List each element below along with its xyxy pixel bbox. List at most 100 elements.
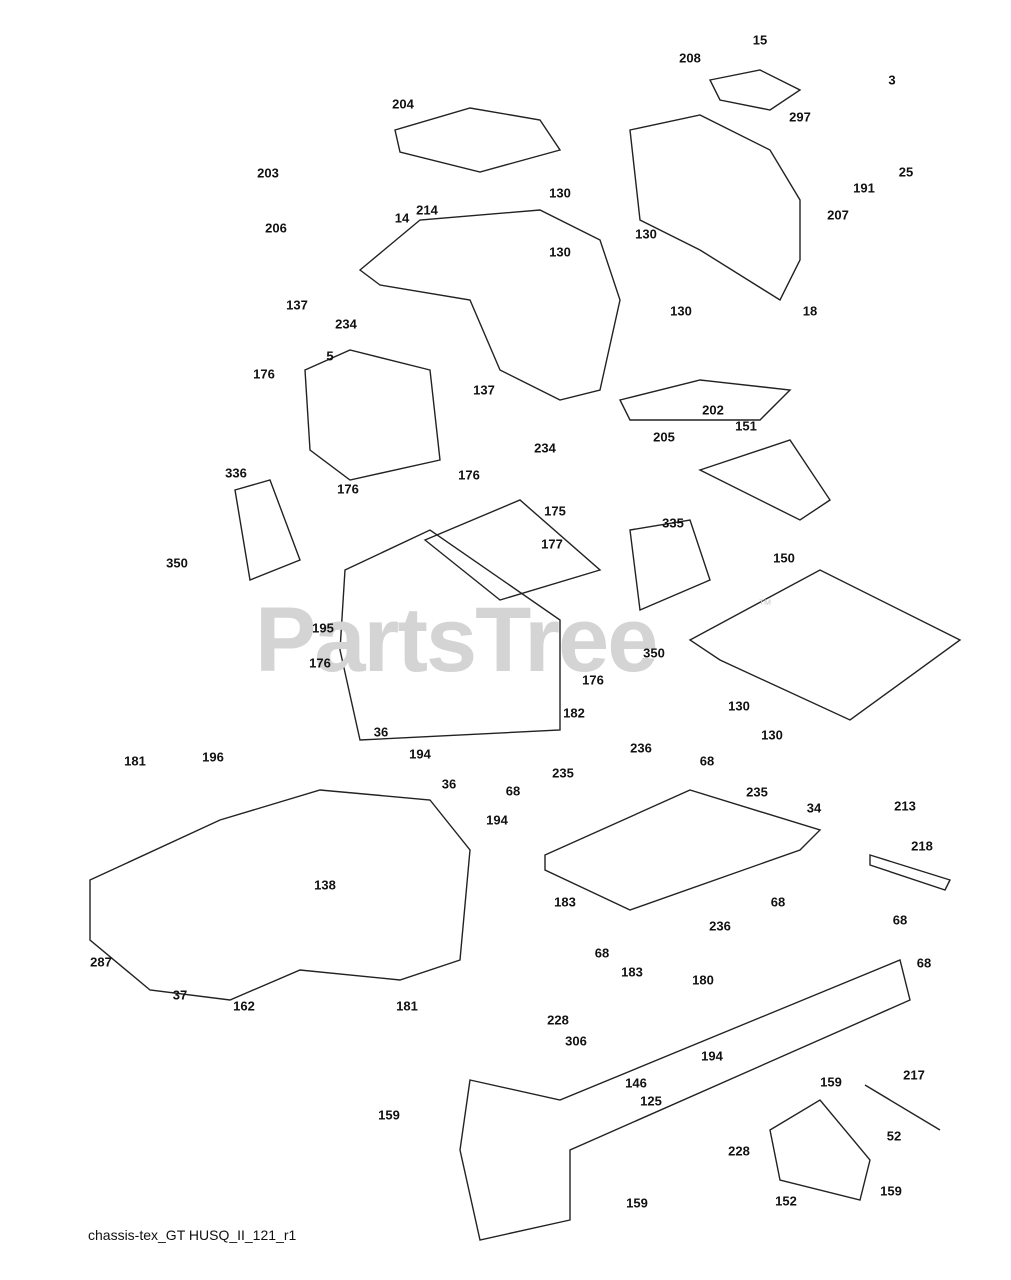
- trademark-symbol: ™: [758, 596, 772, 612]
- part-grille-202: [618, 379, 792, 421]
- callout-part-159: 159: [378, 1107, 400, 1123]
- part-bracket-152: [769, 1099, 871, 1201]
- callout-part-138: 138: [314, 877, 336, 893]
- callout-part-176: 176: [458, 467, 480, 483]
- part-dash: [304, 349, 441, 481]
- callout-part-202: 202: [702, 402, 724, 418]
- part-hood-body: [358, 209, 621, 401]
- callout-part-228: 228: [728, 1143, 750, 1159]
- callout-part-159: 159: [880, 1183, 902, 1199]
- callout-part-130: 130: [549, 185, 571, 201]
- callout-part-234: 234: [335, 316, 357, 332]
- part-bracket-175: [423, 499, 602, 601]
- callout-part-18: 18: [802, 303, 818, 319]
- callout-part-150: 150: [773, 550, 795, 566]
- callout-part-151: 151: [735, 418, 757, 434]
- part-front-top-trim: [708, 69, 802, 111]
- callout-part-204: 204: [392, 96, 414, 112]
- part-bracket-151: [698, 439, 831, 521]
- callout-part-152: 152: [775, 1193, 797, 1209]
- callout-part-203: 203: [257, 165, 279, 181]
- callout-part-207: 207: [827, 207, 849, 223]
- callout-part-68: 68: [594, 945, 610, 961]
- callout-part-336: 336: [225, 465, 247, 481]
- callout-part-180: 180: [692, 972, 714, 988]
- part-frame-180: [459, 959, 911, 1241]
- drawing-id: chassis-tex_GT HUSQ_II_121_r1: [88, 1227, 297, 1243]
- callout-part-183: 183: [554, 894, 576, 910]
- callout-part-217: 217: [903, 1067, 925, 1083]
- part-footrest-37: [89, 789, 471, 1001]
- callout-part-350: 350: [643, 645, 665, 661]
- callout-part-175: 175: [544, 503, 566, 519]
- callout-part-159: 159: [626, 1195, 648, 1211]
- callout-part-195: 195: [312, 620, 334, 636]
- callout-part-130: 130: [670, 303, 692, 319]
- callout-part-5: 5: [326, 348, 334, 364]
- callout-part-206: 206: [265, 220, 287, 236]
- callout-part-218: 218: [911, 838, 933, 854]
- part-hood-top: [394, 107, 562, 173]
- part-side-panel-right: [629, 519, 711, 612]
- callout-part-37: 37: [172, 987, 188, 1003]
- callout-part-208: 208: [679, 50, 701, 66]
- callout-part-15: 15: [752, 32, 768, 48]
- callout-part-183: 183: [621, 964, 643, 980]
- callout-part-125: 125: [640, 1093, 662, 1109]
- callout-part-137: 137: [473, 382, 495, 398]
- callout-part-176: 176: [337, 481, 359, 497]
- callout-part-214: 214: [416, 202, 438, 218]
- callout-part-68: 68: [699, 753, 715, 769]
- callout-part-68: 68: [892, 912, 908, 928]
- callout-part-236: 236: [709, 918, 731, 934]
- callout-part-14: 14: [394, 210, 410, 226]
- part-lower-dash: [339, 529, 561, 741]
- callout-part-297: 297: [789, 109, 811, 125]
- callout-part-3: 3: [888, 72, 896, 88]
- callout-part-234: 234: [534, 440, 556, 456]
- callout-part-130: 130: [635, 226, 657, 242]
- callout-part-228: 228: [547, 1012, 569, 1028]
- callout-part-137: 137: [286, 297, 308, 313]
- callout-part-159: 159: [820, 1074, 842, 1090]
- part-deck-150: [688, 569, 962, 721]
- callout-part-235: 235: [552, 765, 574, 781]
- callout-part-130: 130: [549, 244, 571, 260]
- callout-part-146: 146: [625, 1075, 647, 1091]
- callout-part-25: 25: [898, 164, 914, 180]
- callout-part-176: 176: [309, 655, 331, 671]
- callout-part-162: 162: [233, 998, 255, 1014]
- callout-part-182: 182: [563, 705, 585, 721]
- callout-part-287: 287: [90, 954, 112, 970]
- callout-part-335: 335: [662, 515, 684, 531]
- callout-part-194: 194: [409, 746, 431, 762]
- callout-part-68: 68: [505, 783, 521, 799]
- callout-part-235: 235: [746, 784, 768, 800]
- callout-part-213: 213: [894, 798, 916, 814]
- callout-part-176: 176: [253, 366, 275, 382]
- callout-part-236: 236: [630, 740, 652, 756]
- callout-part-191: 191: [853, 180, 875, 196]
- callout-part-177: 177: [541, 536, 563, 552]
- callout-part-196: 196: [202, 749, 224, 765]
- callout-part-181: 181: [396, 998, 418, 1014]
- part-front-grille: [629, 114, 801, 302]
- callout-part-36: 36: [373, 724, 389, 740]
- part-mounting-plate-34: [544, 789, 822, 911]
- callout-part-181: 181: [124, 753, 146, 769]
- callout-part-306: 306: [565, 1033, 587, 1049]
- callout-part-68: 68: [770, 894, 786, 910]
- part-rod-217: [864, 1084, 941, 1131]
- callout-part-130: 130: [761, 727, 783, 743]
- callout-part-34: 34: [806, 800, 822, 816]
- watermark: PartsTree: [255, 589, 658, 691]
- callout-part-68: 68: [916, 955, 932, 971]
- part-side-panel-left: [234, 479, 301, 581]
- callout-part-36: 36: [441, 776, 457, 792]
- callout-part-205: 205: [653, 429, 675, 445]
- callout-part-194: 194: [486, 812, 508, 828]
- callout-part-176: 176: [582, 672, 604, 688]
- callout-part-194: 194: [701, 1048, 723, 1064]
- callout-part-52: 52: [886, 1128, 902, 1144]
